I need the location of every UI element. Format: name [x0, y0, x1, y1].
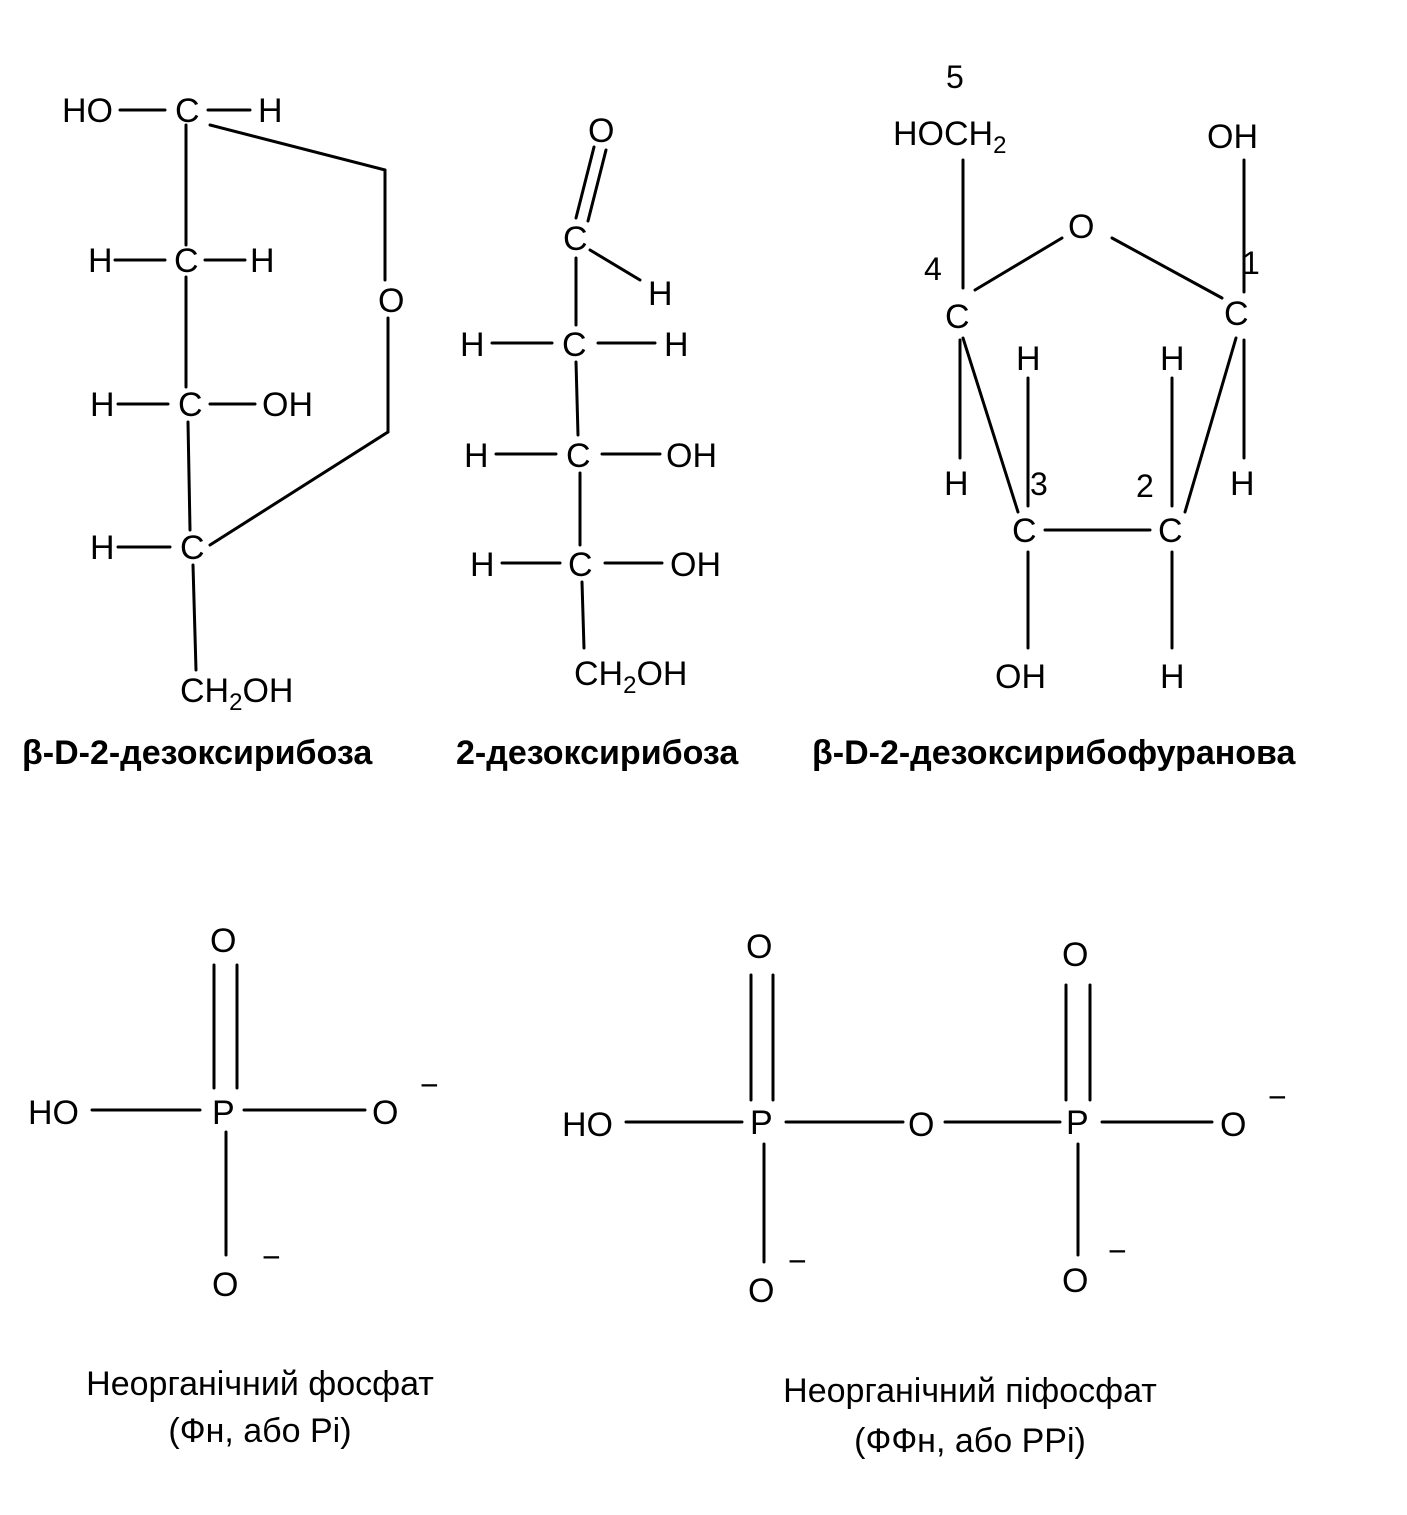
atom-label: C [1012, 512, 1037, 550]
atom-label: C [945, 298, 970, 336]
bond [186, 420, 192, 532]
caption-pyrophosphate-line2: (ФФн, або PPi) [854, 1422, 1086, 1460]
atom-label-ch2oh: CH2OH [180, 672, 293, 716]
position-number: 5 [946, 59, 964, 95]
atom-label: HO [562, 1106, 613, 1144]
atom-label: OH [262, 386, 313, 424]
atom-label: H [90, 386, 115, 424]
bond [1183, 336, 1238, 514]
bond [973, 236, 1064, 292]
atom-label: O [1220, 1106, 1246, 1144]
atom-label: C [175, 92, 200, 130]
atom-label: HO [28, 1094, 79, 1132]
position-number: 3 [1030, 466, 1048, 502]
atom-label: H [664, 326, 689, 364]
position-number: 2 [1136, 468, 1154, 504]
atom-label: H [258, 92, 283, 130]
phosphate-structure: O HO P O − O − Неорганічний фосфат (Фн, … [28, 922, 439, 1450]
atom-label: O [212, 1266, 238, 1304]
atom-label: H [460, 326, 485, 364]
caption-phosphate-line2: (Фн, або Pi) [168, 1412, 351, 1450]
atom-label: H [1230, 465, 1255, 503]
atom-label: O [1062, 936, 1088, 974]
bond [580, 580, 586, 650]
atom-label: C [1158, 512, 1183, 550]
atom-label: O [746, 928, 772, 966]
atom-label: P [1066, 1104, 1089, 1142]
bond [961, 336, 1020, 514]
atom-label: C [180, 529, 205, 567]
bond [574, 145, 596, 220]
atom-label: H [1016, 340, 1041, 378]
bond [1110, 236, 1224, 300]
bond [191, 563, 198, 672]
charge-minus: − [1268, 1079, 1287, 1115]
charge-minus: − [1108, 1233, 1127, 1269]
atom-label: HO [62, 92, 113, 130]
atom-label: C [174, 242, 199, 280]
bond [574, 360, 580, 437]
atom-label: O [1068, 208, 1094, 246]
bond [588, 248, 642, 282]
atom-label: O [1062, 1262, 1088, 1300]
atom-label: H [464, 437, 489, 475]
atom-label: O [748, 1272, 774, 1310]
atom-label: H [470, 546, 495, 584]
atom-label: H [648, 275, 673, 313]
bond [208, 123, 387, 172]
atom-label: OH [666, 437, 717, 475]
atom-label: C [566, 437, 591, 475]
atom-label: O [588, 112, 614, 150]
atom-label: H [944, 465, 969, 503]
atom-label: H [88, 242, 113, 280]
atom-label: C [563, 220, 588, 258]
caption-furanose: β-D-2-дезоксирибофуранова [812, 734, 1297, 772]
atom-label: C [178, 386, 203, 424]
atom-label: O [210, 922, 236, 960]
atom-label: H [90, 529, 115, 567]
position-number: 1 [1242, 245, 1260, 281]
bond [586, 148, 608, 223]
open-chain-structure: O C H H C H H C OH H C OH CH2OH 2-дезокс… [456, 112, 739, 772]
atom-label: OH [995, 658, 1046, 696]
atom-label: H [1160, 658, 1185, 696]
caption-pyrophosphate-line1: Неорганічний піфосфат [783, 1372, 1157, 1410]
atom-label: H [1160, 340, 1185, 378]
bond [208, 430, 390, 547]
charge-minus: − [262, 1239, 281, 1275]
atom-label: C [562, 326, 587, 364]
atom-label: OH [670, 546, 721, 584]
atom-label: O [372, 1094, 398, 1132]
atom-label: C [568, 546, 593, 584]
position-number: 4 [924, 251, 942, 287]
caption-phosphate-line1: Неорганічний фосфат [86, 1365, 434, 1403]
atom-label: O [908, 1106, 934, 1144]
atom-label: H [250, 242, 275, 280]
atom-label: C [1224, 295, 1249, 333]
pyranose-structure: HO C H H C H O H C OH H C CH2OH β-D-2-де… [22, 92, 404, 772]
furanose-structure: 5 HOCH2 OH O 4 1 C C H H H 3 2 H C C OH … [812, 59, 1297, 772]
pyrophosphate-structure: O O HO P O P O − O − O − Неорганічний пі… [562, 928, 1287, 1460]
atom-label: OH [1207, 118, 1258, 156]
charge-minus: − [788, 1243, 807, 1279]
atom-label: O [378, 282, 404, 320]
atom-label-ch2oh: CH2OH [574, 655, 687, 699]
caption-open-chain: 2-дезоксирибоза [456, 734, 739, 772]
atom-label-hoch2: HOCH2 [893, 115, 1006, 159]
caption-pyranose: β-D-2-дезоксирибоза [22, 734, 373, 772]
atom-label: P [212, 1094, 235, 1132]
charge-minus: − [420, 1067, 439, 1103]
atom-label: P [750, 1104, 773, 1142]
